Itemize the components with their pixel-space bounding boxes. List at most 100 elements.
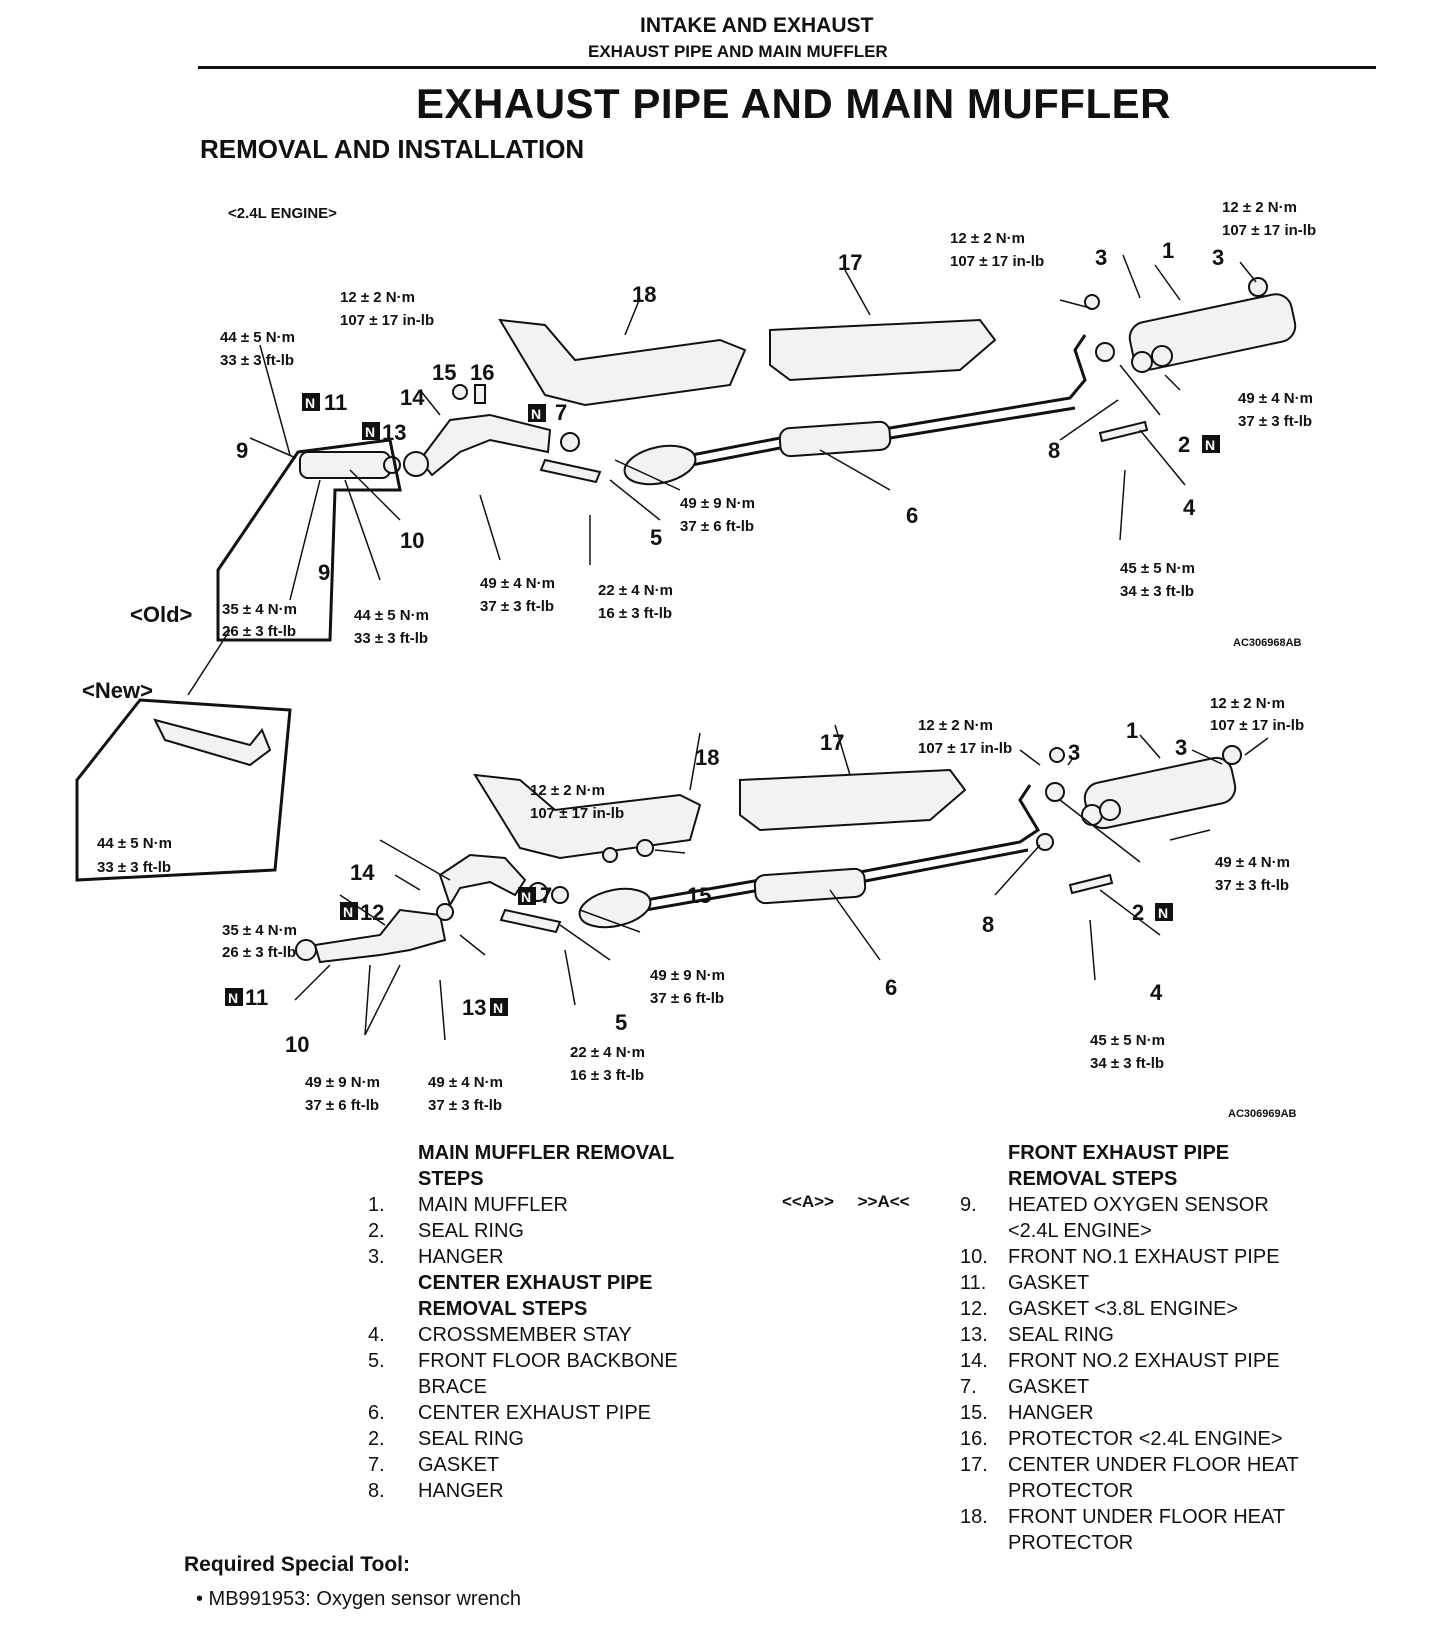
callout-13: 13 xyxy=(382,420,406,445)
new-pipe xyxy=(153,718,272,767)
svg-text:22 ± 4 N·m: 22 ± 4 N·m xyxy=(570,1044,645,1061)
svg-text:N: N xyxy=(305,395,315,411)
callout-8-b: 8 xyxy=(982,912,994,937)
callout-15: 15 xyxy=(432,360,456,385)
exhaust-diagram: <2.4L ENGINE> xyxy=(75,199,1316,1120)
svg-text:107 ± 17 in-lb: 107 ± 17 in-lb xyxy=(340,312,434,329)
list-item: 6.CENTER EXHAUST PIPE xyxy=(368,1402,652,1424)
svg-text:49 ± 4 N·m: 49 ± 4 N·m xyxy=(480,575,555,592)
callout-17: 17 xyxy=(838,250,862,275)
front-pipe-steps: FRONT EXHAUST PIPE REMOVAL STEPS 9.HEATE… xyxy=(960,1140,1380,1556)
main-muffler-heading-1: MAIN MUFFLER REMOVAL xyxy=(418,1142,675,1164)
svg-text:N: N xyxy=(1158,905,1168,921)
center-heat-protector-top xyxy=(769,318,997,382)
svg-text:49 ± 4 N·m: 49 ± 4 N·m xyxy=(1238,390,1313,407)
callout-18-b: 18 xyxy=(695,745,719,770)
callout-13-b: 13 xyxy=(462,995,486,1020)
callout-7: 7 xyxy=(555,400,567,425)
svg-text:12 ± 2 N·m: 12 ± 2 N·m xyxy=(340,289,415,306)
top-diagram: <2.4L ENGINE> xyxy=(75,199,1316,882)
svg-text:N: N xyxy=(521,889,531,905)
callout-10-b: 10 xyxy=(285,1032,309,1057)
list-item: 16.PROTECTOR <2.4L ENGINE> xyxy=(960,1428,1283,1450)
svg-text:12 ± 2 N·m: 12 ± 2 N·m xyxy=(530,782,605,799)
list-item: 1.MAIN MUFFLER xyxy=(368,1194,568,1216)
svg-text:N: N xyxy=(1205,437,1215,453)
callout-4-b: 4 xyxy=(1150,980,1163,1005)
list-item: 9.HEATED OXYGEN SENSOR xyxy=(960,1194,1269,1216)
svg-text:12 ± 2 N·m: 12 ± 2 N·m xyxy=(950,230,1025,247)
svg-text:33 ± 3 ft-lb: 33 ± 3 ft-lb xyxy=(354,630,428,647)
callout-16: 16 xyxy=(470,360,494,385)
svg-text:45 ± 5 N·m: 45 ± 5 N·m xyxy=(1090,1032,1165,1049)
list-item: <2.4L ENGINE> xyxy=(1008,1220,1152,1242)
callout-11-b: 11 xyxy=(245,985,268,1010)
svg-text:N: N xyxy=(493,1000,503,1016)
callout-18: 18 xyxy=(632,282,656,307)
list-item: 7.GASKET xyxy=(368,1454,500,1476)
svg-text:12 ± 2 N·m: 12 ± 2 N·m xyxy=(1210,695,1285,712)
center-pipe-heading-2: REMOVAL STEPS xyxy=(418,1298,588,1320)
svg-text:37 ± 6 ft-lb: 37 ± 6 ft-lb xyxy=(650,990,724,1007)
svg-text:107 ± 17 in-lb: 107 ± 17 in-lb xyxy=(950,253,1044,270)
front-no1-exhaust-pipe-top xyxy=(299,451,391,479)
svg-text:22 ± 4 N·m: 22 ± 4 N·m xyxy=(598,582,673,599)
list-item: 15.HANGER xyxy=(960,1402,1094,1424)
list-item: PROTECTOR xyxy=(1008,1480,1134,1502)
svg-text:33 ± 3 ft-lb: 33 ± 3 ft-lb xyxy=(220,352,294,369)
callout-3a-b: 3 xyxy=(1068,740,1080,765)
svg-text:107 ± 17 in-lb: 107 ± 17 in-lb xyxy=(530,805,624,822)
new-outline xyxy=(75,698,292,882)
engine-label: <2.4L ENGINE> xyxy=(228,205,337,222)
resonator-bottom xyxy=(753,867,867,905)
svg-text:37 ± 3 ft-lb: 37 ± 3 ft-lb xyxy=(480,598,554,615)
catalytic-converter-bottom xyxy=(578,887,652,929)
svg-text:49 ± 4 N·m: 49 ± 4 N·m xyxy=(1215,854,1290,871)
callout-14-b: 14 xyxy=(350,860,375,885)
front-pipe-heading-1: FRONT EXHAUST PIPE xyxy=(1008,1142,1230,1164)
list-item: 12.GASKET <3.8L ENGINE> xyxy=(960,1298,1239,1320)
front-no1-exhaust-pipe-bottom xyxy=(313,908,447,964)
svg-text:12 ± 2 N·m: 12 ± 2 N·m xyxy=(918,717,993,734)
list-item: 8.HANGER xyxy=(368,1480,504,1502)
svg-text:34 ± 3 ft-lb: 34 ± 3 ft-lb xyxy=(1090,1055,1164,1072)
new-label: <New> xyxy=(82,678,153,703)
special-tool-heading: Required Special Tool: xyxy=(184,1553,410,1576)
callout-3b: 3 xyxy=(1212,245,1224,270)
front-heat-protector-bottom xyxy=(473,773,702,860)
svg-text:16 ± 3 ft-lb: 16 ± 3 ft-lb xyxy=(570,1067,644,1084)
callout-3b-b: 3 xyxy=(1175,735,1187,760)
svg-text:N: N xyxy=(531,406,541,422)
resonator-top xyxy=(778,420,892,458)
callout-15-b: 15 xyxy=(687,883,711,908)
main-muffler-steps: MAIN MUFFLER REMOVAL STEPS 1.MAIN MUFFLE… xyxy=(368,1140,748,1504)
svg-text:26 ± 3 ft-lb: 26 ± 3 ft-lb xyxy=(222,623,296,640)
special-tool-item: • MB991953: Oxygen sensor wrench xyxy=(196,1588,521,1610)
bottom-leaders xyxy=(294,724,1269,1041)
front-no2-exhaust-pipe-bottom xyxy=(438,853,527,908)
callout-11: 11 xyxy=(324,390,347,415)
top-leaders xyxy=(249,254,1257,601)
svg-text:12 ± 2 N·m: 12 ± 2 N·m xyxy=(1222,199,1297,216)
svg-text:26 ± 3 ft-lb: 26 ± 3 ft-lb xyxy=(222,944,296,961)
list-item: 4.CROSSMEMBER STAY xyxy=(368,1324,632,1346)
list-item: 2.SEAL RING xyxy=(368,1428,524,1450)
svg-text:45 ± 5 N·m: 45 ± 5 N·m xyxy=(1120,560,1195,577)
main-muffler-heading-2: STEPS xyxy=(418,1168,484,1190)
callout-14: 14 xyxy=(400,385,425,410)
callout-1-b: 1 xyxy=(1126,718,1138,743)
front-pipe-heading-2: REMOVAL STEPS xyxy=(1008,1168,1178,1190)
list-item: 5.FRONT FLOOR BACKBONE xyxy=(368,1350,678,1372)
list-item: PROTECTOR xyxy=(1008,1532,1134,1554)
callout-1: 1 xyxy=(1162,238,1174,263)
page-title: EXHAUST PIPE AND MAIN MUFFLER xyxy=(416,80,1171,127)
list-item: BRACE xyxy=(418,1376,487,1398)
svg-text:35 ± 4 N·m: 35 ± 4 N·m xyxy=(222,601,297,618)
svg-text:N: N xyxy=(343,904,353,920)
figure-code-top: AC306968AB xyxy=(1233,637,1302,649)
list-item: 10.FRONT NO.1 EXHAUST PIPE xyxy=(960,1246,1280,1268)
list-item: 11.GASKET xyxy=(960,1272,1090,1294)
center-pipe-heading-1: CENTER EXHAUST PIPE xyxy=(418,1272,653,1294)
svg-text:49 ± 4 N·m: 49 ± 4 N·m xyxy=(428,1074,503,1091)
callout-2: 2 xyxy=(1178,432,1190,457)
